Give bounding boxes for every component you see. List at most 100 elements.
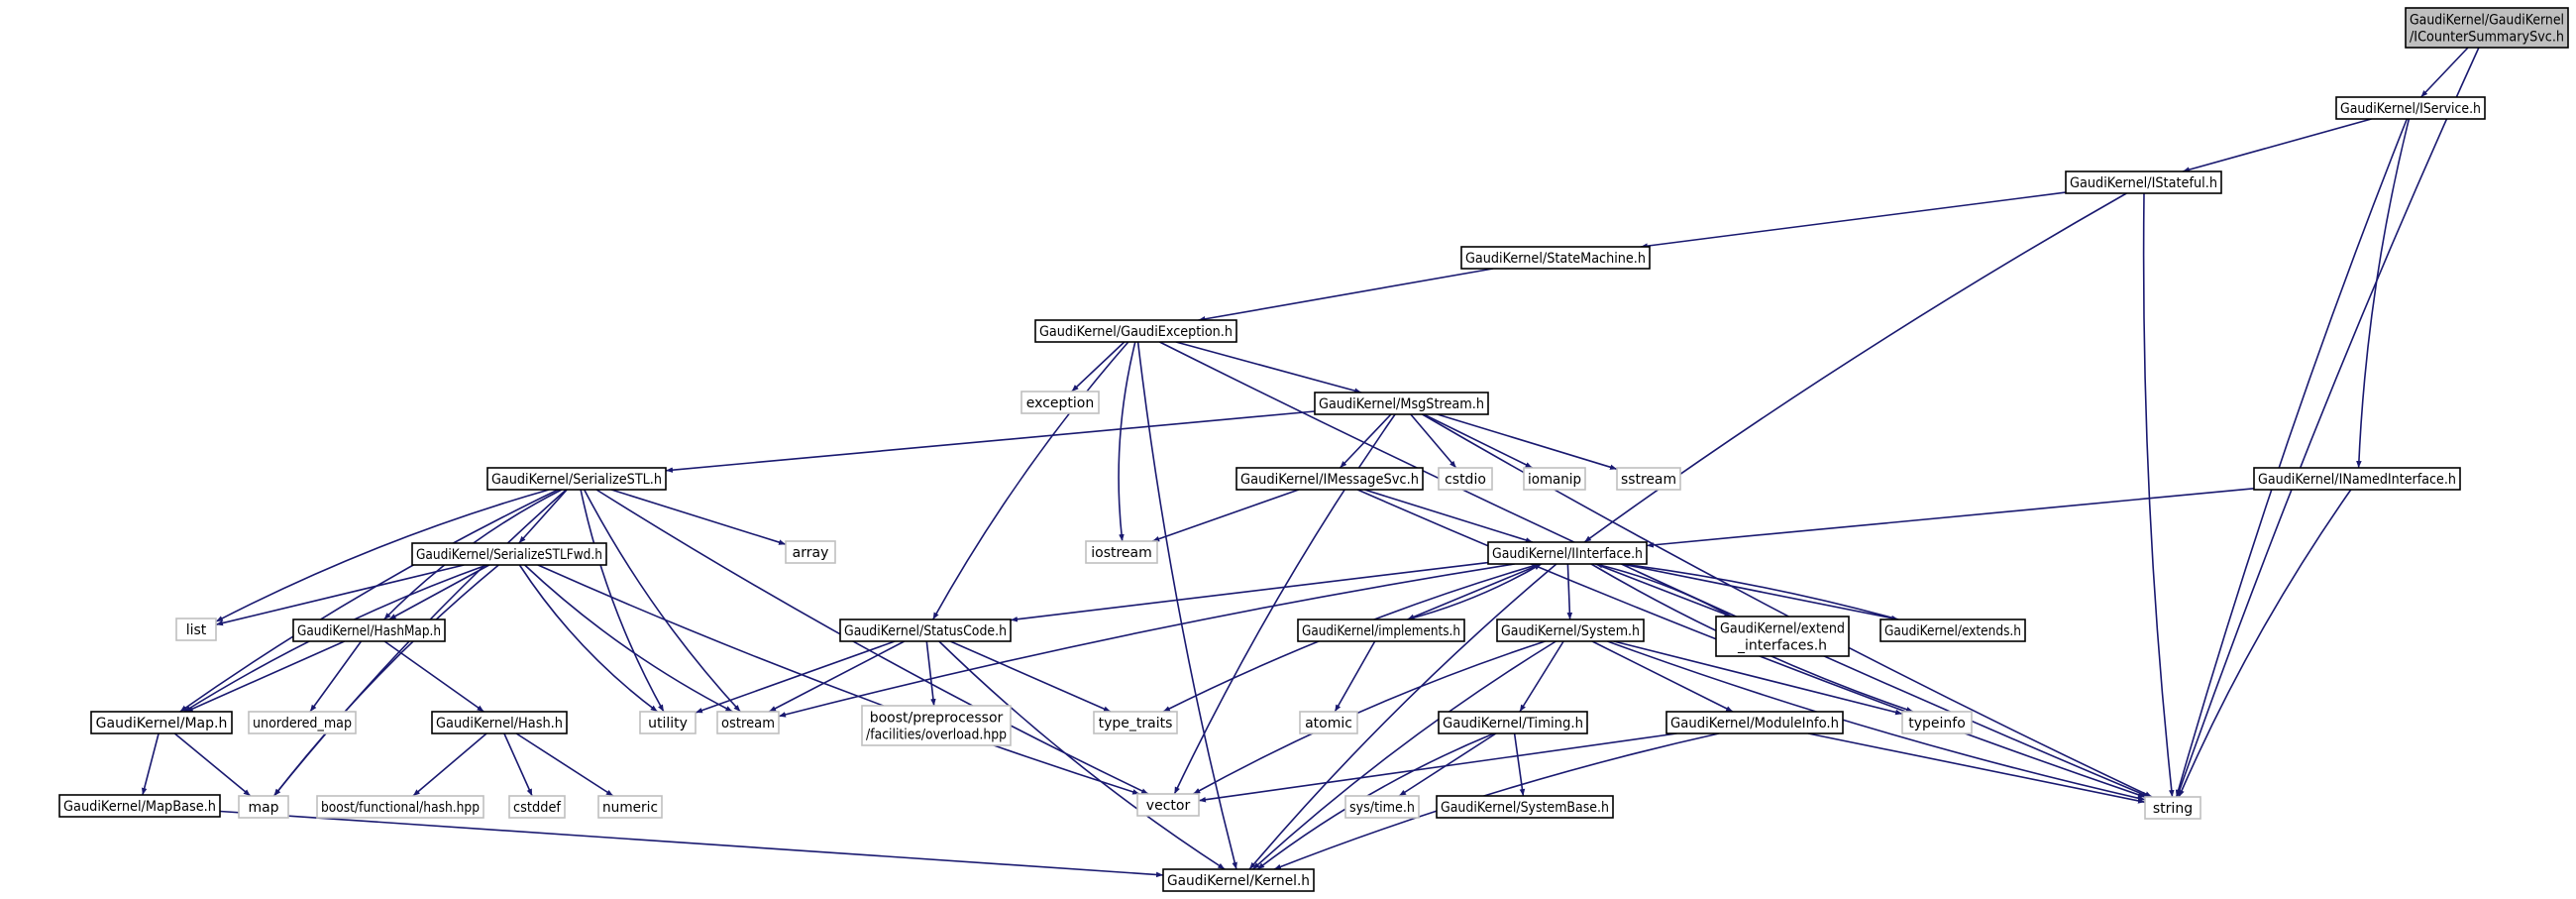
node-timing[interactable]: GaudiKernel/Timing.h bbox=[1438, 711, 1588, 734]
node-label-extend_interfaces: _interfaces.h bbox=[1737, 638, 1827, 654]
edge-hashmap-to-hash bbox=[383, 640, 484, 713]
edge-implements-to-iinterface bbox=[1407, 563, 1542, 620]
node-label-boosthash: boost/functional/hash.hpp bbox=[321, 800, 480, 816]
node-hash[interactable]: GaudiKernel/Hash.h bbox=[431, 711, 568, 734]
node-system[interactable]: GaudiKernel/System.h bbox=[1496, 618, 1645, 642]
node-imessagesvc[interactable]: GaudiKernel/IMessageSvc.h bbox=[1235, 467, 1424, 491]
node-implements[interactable]: GaudiKernel/implements.h bbox=[1297, 618, 1465, 642]
edge-iinterface-to-system bbox=[1566, 563, 1573, 620]
edge-gaudiexception-to-statuscode bbox=[932, 341, 1129, 620]
node-extends[interactable]: GaudiKernel/extends.h bbox=[1879, 618, 2026, 642]
edge-serializestlfwd-to-ostream bbox=[524, 564, 733, 713]
node-label-sstream: sstream bbox=[1621, 472, 1676, 488]
edge-gaudiexception-to-exception bbox=[1071, 341, 1126, 393]
node-serializestl[interactable]: GaudiKernel/SerializeSTL.h bbox=[486, 467, 667, 491]
node-inamedinterface[interactable]: GaudiKernel/INamedInterface.h bbox=[2253, 467, 2461, 491]
node-label-iinterface: GaudiKernel/IInterface.h bbox=[1492, 546, 1643, 562]
node-box-boostpp bbox=[861, 705, 1012, 746]
node-box-mapfile bbox=[90, 711, 233, 734]
edge-root-to-string bbox=[2176, 47, 2480, 798]
edge-serializestlfwd-to-utility bbox=[518, 564, 659, 713]
node-extend_interfaces[interactable]: GaudiKernel/extend_interfaces.h bbox=[1715, 616, 1850, 657]
node-label-utility: utility bbox=[648, 716, 688, 731]
node-iostream: iostream bbox=[1085, 540, 1158, 564]
node-box-sstream bbox=[1616, 467, 1681, 491]
node-box-timing bbox=[1438, 711, 1588, 734]
edge-iinterface-to-statuscode bbox=[1010, 561, 1489, 622]
node-box-vector bbox=[1136, 793, 1200, 817]
edge-timing-to-systembase bbox=[1513, 732, 1526, 797]
node-statuscode[interactable]: GaudiKernel/StatusCode.h bbox=[839, 618, 1012, 642]
node-box-moduleinfo bbox=[1665, 711, 1844, 734]
node-label-imessagesvc: GaudiKernel/IMessageSvc.h bbox=[1240, 472, 1419, 488]
edge-istateful-to-statemachine bbox=[1640, 191, 2067, 249]
node-serializestlfwd[interactable]: GaudiKernel/SerializeSTLFwd.h bbox=[411, 542, 607, 566]
edge-serializestl-to-list bbox=[215, 489, 550, 622]
edge-serializestl-to-vector bbox=[595, 489, 1149, 795]
node-box-boosthash bbox=[316, 795, 484, 819]
node-mapbase[interactable]: GaudiKernel/MapBase.h bbox=[58, 794, 221, 818]
node-label-array: array bbox=[793, 545, 829, 561]
edge-extends-to-iinterface bbox=[1621, 562, 1899, 620]
node-label-systembase: GaudiKernel/SystemBase.h bbox=[1441, 800, 1609, 816]
edge-istateful-to-string bbox=[2142, 192, 2175, 798]
node-label-mapbase: GaudiKernel/MapBase.h bbox=[63, 799, 216, 815]
node-box-statemachine bbox=[1460, 246, 1651, 270]
dependency-nodes: GaudiKernel/GaudiKernel/ICounterSummaryS… bbox=[58, 7, 2569, 892]
edge-system-to-kernel bbox=[1252, 640, 1556, 870]
edge-inamedinterface-to-iinterface bbox=[1646, 488, 2255, 548]
node-box-list bbox=[175, 618, 217, 641]
edge-imessagesvc-to-iinterface bbox=[1363, 489, 1534, 543]
edge-system-to-string bbox=[1607, 640, 2146, 801]
node-systembase[interactable]: GaudiKernel/SystemBase.h bbox=[1436, 795, 1614, 819]
node-box-hashmap bbox=[292, 618, 446, 642]
node-box-cstddef bbox=[508, 795, 566, 819]
edge-iinterface-to-ostream bbox=[778, 563, 1515, 718]
node-box-serializestl bbox=[486, 467, 667, 491]
node-box-string bbox=[2144, 796, 2201, 820]
edge-moduleinfo-to-string bbox=[1807, 732, 2146, 804]
node-label-type_traits: type_traits bbox=[1099, 716, 1173, 731]
node-map: map bbox=[238, 795, 289, 819]
node-box-iomanip bbox=[1523, 467, 1586, 491]
edge-extend_interfaces-to-iinterface bbox=[1595, 562, 1732, 618]
edge-serializestlfwd-to-hashmap bbox=[388, 564, 490, 620]
edge-iservice-to-istateful bbox=[2182, 118, 2372, 172]
node-hashmap[interactable]: GaudiKernel/HashMap.h bbox=[292, 618, 446, 642]
node-statemachine[interactable]: GaudiKernel/StateMachine.h bbox=[1460, 246, 1651, 270]
edge-hashmap-to-mapfile bbox=[185, 640, 346, 713]
node-msgstream[interactable]: GaudiKernel/MsgStream.h bbox=[1314, 392, 1489, 415]
node-gaudiexception[interactable]: GaudiKernel/GaudiException.h bbox=[1034, 319, 1237, 343]
edge-hash-to-boosthash bbox=[412, 732, 487, 797]
node-label-root: /ICounterSummarySvc.h bbox=[2410, 30, 2564, 46]
node-iinterface[interactable]: GaudiKernel/IInterface.h bbox=[1487, 541, 1648, 565]
edge-moduleinfo-to-kernel bbox=[1273, 732, 1720, 870]
node-label-msgstream: GaudiKernel/MsgStream.h bbox=[1319, 396, 1484, 412]
node-iservice[interactable]: GaudiKernel/IService.h bbox=[2335, 96, 2486, 120]
node-kernel[interactable]: GaudiKernel/Kernel.h bbox=[1162, 868, 1315, 892]
node-type_traits: type_traits bbox=[1093, 711, 1178, 734]
node-label-iservice: GaudiKernel/IService.h bbox=[2340, 101, 2481, 117]
edge-iinterface-to-kernel bbox=[1248, 563, 1557, 870]
node-label-inamedinterface: GaudiKernel/INamedInterface.h bbox=[2258, 472, 2456, 488]
node-label-unordered_map: unordered_map bbox=[253, 716, 352, 731]
node-unordered_map: unordered_map bbox=[248, 711, 357, 734]
node-root[interactable]: GaudiKernel/GaudiKernel/ICounterSummaryS… bbox=[2405, 7, 2569, 49]
node-istateful[interactable]: GaudiKernel/IStateful.h bbox=[2065, 170, 2222, 194]
edge-implements-to-atomic bbox=[1334, 640, 1376, 713]
node-moduleinfo[interactable]: GaudiKernel/ModuleInfo.h bbox=[1665, 711, 1844, 734]
edge-serializestlfwd-to-vector bbox=[537, 564, 1140, 795]
node-label-list: list bbox=[186, 622, 207, 638]
node-label-statemachine: GaudiKernel/StateMachine.h bbox=[1465, 251, 1646, 267]
node-box-array bbox=[785, 540, 836, 564]
edge-msgstream-to-imessagesvc bbox=[1339, 413, 1392, 469]
node-box-cstdio bbox=[1438, 467, 1493, 491]
edge-mapfile-to-map bbox=[173, 732, 252, 797]
edge-hash-to-cstddef bbox=[503, 732, 533, 797]
node-mapfile[interactable]: GaudiKernel/Map.h bbox=[90, 711, 233, 734]
edge-system-to-timing bbox=[1519, 640, 1564, 713]
node-box-map bbox=[238, 795, 289, 819]
node-box-systime bbox=[1344, 795, 1420, 819]
edge-serializestl-to-array bbox=[610, 489, 787, 545]
